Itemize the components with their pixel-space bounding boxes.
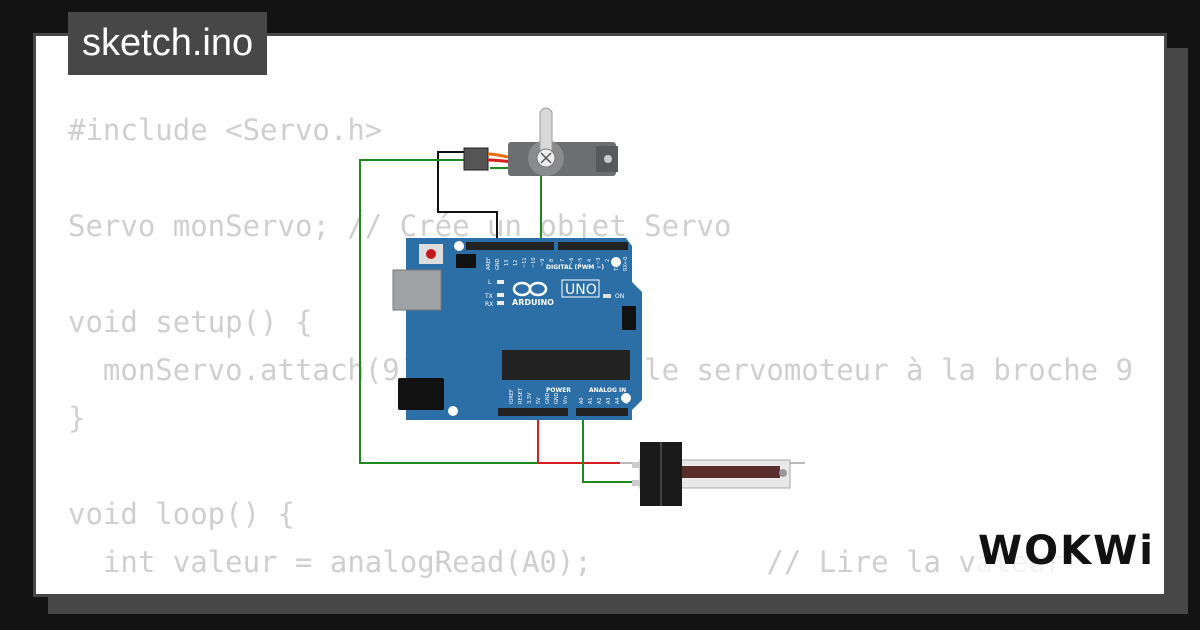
pin-label: ~11 [522,257,528,268]
pin-label: ~10 [531,257,537,268]
servo-horn[interactable] [539,107,553,159]
mount-hole [448,406,458,416]
wokwi-logo[interactable]: WOKWi [976,528,1157,574]
servo-mount-hole [604,155,612,163]
pin-label: 8 [549,259,555,262]
wire-servo-gnd [437,151,498,245]
wire-a0 [582,412,640,483]
wires [359,151,640,483]
analog-pin-labels: A0 A1 A2 A3 A4 A5 [579,397,630,404]
pot-track [668,466,780,478]
pin-label: 7 [560,259,566,262]
pin-label: GND [554,392,560,404]
pin-label: GND [495,258,501,270]
mount-hole [611,257,621,267]
tx-led [497,293,504,297]
slide-potentiometer[interactable] [620,442,805,506]
arduino-logo [512,281,548,297]
servo-screw [540,152,552,164]
code-line: void loop() { [68,497,295,531]
l-label: L [488,279,492,286]
pot-screw [779,469,787,477]
code-line: } [68,401,86,435]
wire-5v [537,412,640,464]
pin-label: 2 [605,259,611,262]
pin-label: ~5 [578,258,584,265]
pot-pin-left [632,462,640,468]
pin-label: A1 [588,397,594,404]
tx-label: TX [484,293,493,300]
digital-pin-labels: AREF GND 13 12 ~11 ~10 ~9 8 7 ~6 ~5 4 ~3… [486,257,629,272]
icsp-header [456,254,476,268]
pin-label: RX←0 [623,257,629,271]
power-jack [398,378,444,410]
arduino-uno-board[interactable]: AREF GND 13 12 ~11 ~10 ~9 8 7 ~6 ~5 4 ~3… [392,238,642,420]
pot-pin-left [632,480,640,486]
pin-label: A4 [615,397,621,404]
pin-label: GND [545,392,551,404]
pin-label: 13 [504,260,510,266]
pin-label: 5V [536,397,542,404]
l-led [497,280,504,284]
mount-hole [621,393,631,403]
pin-label: ~3 [596,258,602,265]
pin-label: TX→1 [614,257,620,272]
servo-motor[interactable] [463,107,618,176]
board-brand: ARDUINO [512,298,554,307]
usb-port [392,269,442,311]
code-block: #include <Servo.h> Servo monServo; // Cré… [68,106,1134,594]
on-label: ON [615,293,624,300]
pin-label: AREF [486,257,492,270]
digital-header[interactable] [558,242,628,250]
power-header-label: POWER [546,387,571,394]
pin-label: RESET [518,387,524,404]
pin-label: A3 [606,397,612,404]
pin-label: 4 [587,259,593,262]
atmega-chip [502,350,630,380]
mount-hole [454,241,464,251]
pin-label: A0 [579,397,585,404]
pin-label: ~9 [540,259,546,266]
digital-header-label: DIGITAL (PWM ~) [546,264,604,271]
rx-label: RX [485,301,493,308]
on-led [603,294,611,298]
pin-label: Vin [563,396,569,404]
file-tab[interactable]: sketch.ino [68,12,268,75]
code-line: void setup() { [68,305,313,339]
icsp-header-right [622,306,636,330]
pin-label: A2 [597,397,603,404]
reset-button[interactable] [426,249,436,259]
power-pin-labels: IOREF RESET 3.3V 5V GND GND Vin [509,387,569,404]
board-model: UNO [565,282,597,298]
code-line: #include <Servo.h> [68,113,383,147]
pin-label: A5 [624,397,630,404]
analog-header-label: ANALOG IN [589,387,626,394]
rx-led [497,301,504,305]
model-badge [561,279,600,298]
code-line: int angle = map(valeur, 0, 1023, 0, 180)… [68,586,1134,594]
pin-label: IOREF [509,389,515,404]
servo-connector [463,147,489,171]
digital-header[interactable] [466,242,554,250]
power-header[interactable] [498,408,568,416]
pin-label: 12 [513,260,519,266]
pin-label: ~6 [569,258,575,265]
analog-header[interactable] [576,408,628,416]
code-line: Servo monServo; // Crée un objet Servo [68,209,732,243]
pin-label: 3.3V [527,392,533,404]
